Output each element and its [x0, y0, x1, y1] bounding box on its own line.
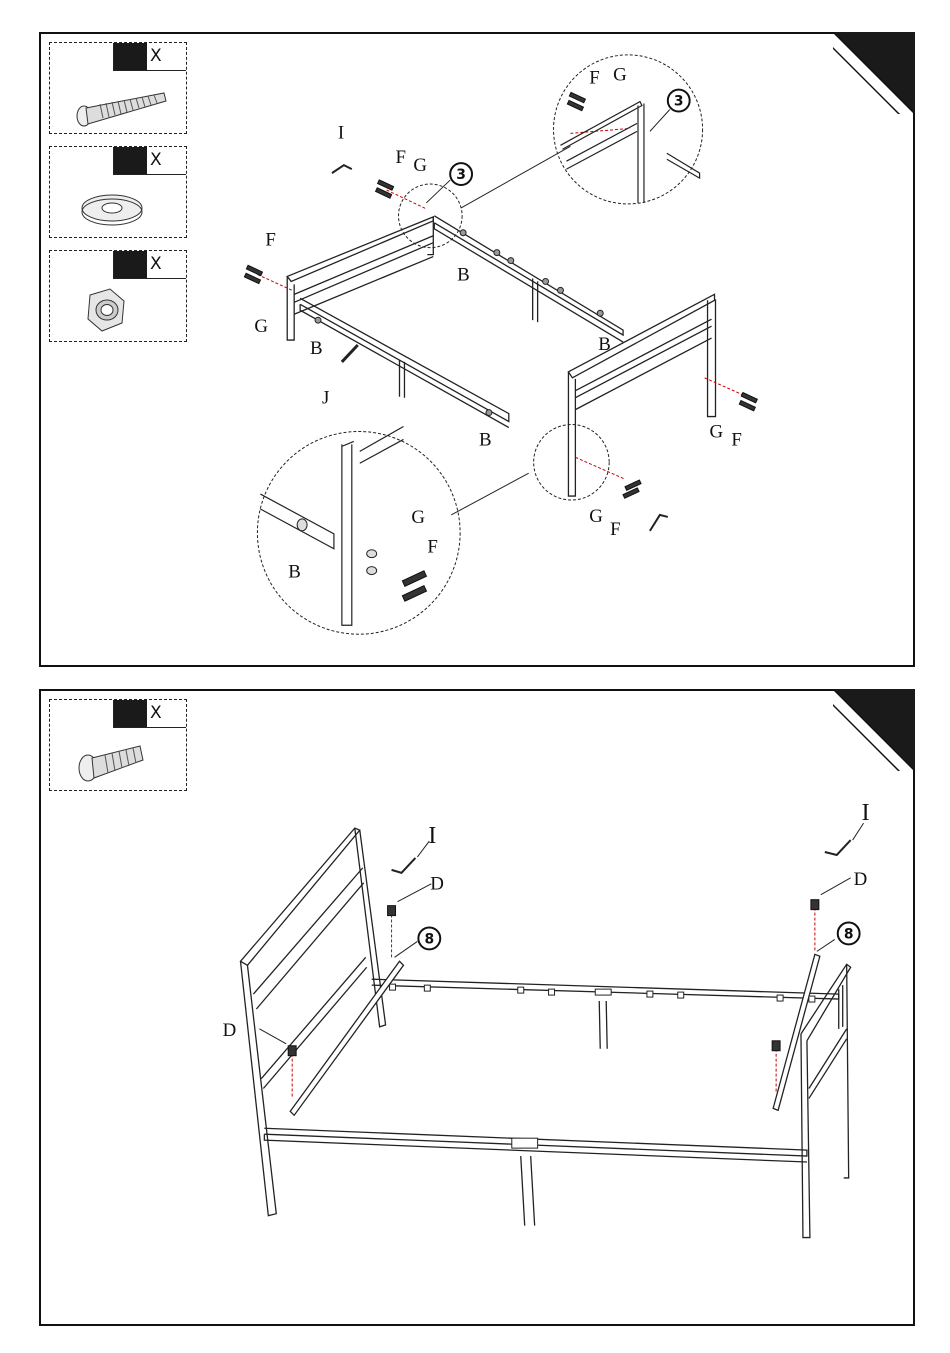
svg-text:8: 8: [844, 926, 854, 942]
part-label-B: B: [310, 338, 323, 359]
step-callout: 8: [418, 928, 440, 950]
svg-text:8: 8: [424, 931, 434, 947]
part-label-F: F: [610, 519, 621, 540]
part-label-G: G: [613, 65, 627, 86]
part-label-B: B: [457, 264, 470, 285]
part-label-I: I: [428, 823, 436, 849]
part-label-F: F: [396, 147, 407, 168]
part-label-J: J: [322, 388, 329, 409]
assembly-diagram: 8 8 I I D D D: [41, 691, 917, 1324]
part-label-D: D: [430, 874, 444, 895]
part-label-B: B: [288, 562, 301, 583]
assembly-diagram: 3 3 F G B F G I B J B B G F G F F G G F …: [41, 34, 917, 665]
part-label-G: G: [589, 506, 603, 527]
part-label-G: G: [413, 155, 427, 176]
step-panel-2: X: [39, 689, 915, 1326]
step-callout: 3: [450, 163, 472, 185]
part-label-F: F: [731, 429, 742, 450]
part-label-B: B: [479, 429, 492, 450]
part-label-D: D: [854, 869, 868, 890]
part-label-B: B: [598, 334, 611, 355]
part-label-F: F: [265, 230, 276, 251]
step-panel-1: X X X: [39, 32, 915, 667]
part-label-I: I: [338, 122, 344, 143]
part-label-F: F: [589, 68, 600, 89]
part-label-G: G: [710, 421, 724, 442]
part-label-G: G: [411, 507, 425, 528]
part-label-F: F: [427, 537, 438, 558]
step-callout: 3: [668, 90, 690, 112]
part-label-D: D: [223, 1020, 237, 1041]
svg-text:3: 3: [456, 167, 466, 183]
step-callout: 8: [838, 923, 860, 945]
svg-text:3: 3: [674, 94, 684, 110]
part-label-G: G: [254, 316, 268, 337]
part-label-I: I: [862, 800, 870, 826]
